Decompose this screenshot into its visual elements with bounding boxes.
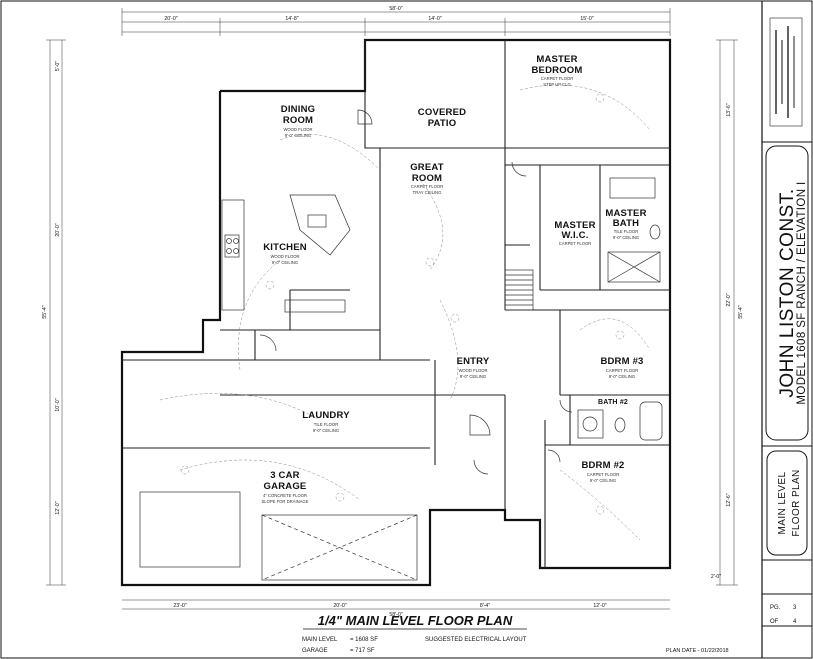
room-name-line2: GARAGE — [264, 481, 307, 492]
left-dimension-3: 10'-0" — [55, 398, 61, 411]
room-note: STEP UP CLG — [543, 82, 571, 87]
room-name-line2: W.I.C. — [561, 230, 588, 241]
stairs — [504, 269, 534, 311]
page-label: PG. — [770, 605, 781, 611]
room-note: CARPET FLOOR — [606, 368, 639, 373]
room-name-line1: GREAT — [410, 162, 444, 173]
top-dimension-3: 14'-0" — [428, 16, 441, 22]
bottom-dimension-1: 23'-0" — [173, 603, 186, 609]
room-name-line1: BDRM #3 — [600, 356, 643, 367]
room-note: 9'-0" CEILING — [285, 133, 311, 138]
area-garage-value: = 717 SF — [350, 648, 375, 654]
room-note: CARPET FLOOR — [411, 184, 444, 189]
room-name-line1: MASTER — [554, 220, 595, 231]
sheet-name-line1: MAIN LEVEL — [777, 472, 788, 535]
floor-plan-drawing — [46, 8, 738, 610]
title-block: JOHN LISTON CONST. MODEL 1608 SF RANCH /… — [761, 1, 812, 658]
room-note: 9'-0" CEILING — [313, 428, 339, 433]
bottom-dimension-2: 20'-0" — [333, 603, 346, 609]
room-note: 9'-0" CEILING — [272, 260, 298, 265]
electrical-layout — [159, 84, 651, 541]
room-note: CARPET FLOOR — [559, 241, 592, 246]
right-dimension-1: 13'-6" — [726, 103, 732, 116]
bottom-dimensions: 23'-0" 20'-0" 8'-4" 12'-0" 58'-0" — [173, 603, 606, 618]
room-name-line1: COVERED — [418, 107, 466, 118]
room-note: 9'-0" CEILING — [590, 478, 616, 483]
room-note: TILE FLOOR — [614, 229, 638, 234]
drawing-title: 1/4" MAIN LEVEL FLOOR PLAN — [318, 613, 513, 628]
room-name-line1: BATH #2 — [598, 399, 628, 406]
interior-walls — [122, 147, 670, 568]
room-name-line1: ENTRY — [457, 356, 490, 367]
right-dimension-2: 22'-0" — [726, 293, 732, 306]
top-dimensions: 58'-0" 20'-0" 14'-8" 14'-0" 15'-0" — [164, 6, 593, 22]
right-dimension-3: 12'-6" — [726, 493, 732, 506]
room-note: CARPET FLOOR — [587, 472, 620, 477]
left-overall-dimension: 55'-4" — [42, 305, 48, 318]
right-dimensions: 55'-4" 13'-6" 22'-0" 12'-6" 2'-0" — [711, 103, 744, 580]
room-name-line1: 3 CAR — [270, 470, 300, 481]
area-main-value: = 1608 SF — [350, 637, 378, 643]
page-total: 4 — [793, 619, 797, 625]
room-note: TILE FLOOR — [314, 422, 338, 427]
door-swings — [259, 109, 573, 475]
top-dimension-2: 14'-8" — [285, 16, 298, 22]
room-name-line2: PATIO — [428, 118, 457, 129]
room-name-line2: BEDROOM — [531, 65, 582, 76]
room-note: TRAY CEILING — [413, 190, 442, 195]
model-name: MODEL 1608 SF RANCH / ELEVATION I — [796, 181, 808, 404]
left-dimension-4: 12'-0" — [55, 501, 61, 514]
company-name: JOHN LISTON CONST. — [777, 188, 798, 397]
bath-fixtures — [577, 177, 663, 441]
room-note: 9'-0" CEILING — [460, 374, 486, 379]
room-name-line2: ROOM — [412, 173, 442, 184]
bottom-overall-dimension: 58'-0" — [389, 612, 402, 618]
room-note: CARPET FLOOR — [541, 76, 574, 81]
room-name-line1: MASTER — [605, 208, 646, 219]
top-dimension-4: 15'-0" — [580, 16, 593, 22]
seal-stamp — [769, 17, 803, 127]
bottom-dimension-3: 8'-4" — [480, 603, 490, 609]
room-note: SLOPE FOR DRAINAGE — [261, 499, 308, 504]
room-name-line1: MASTER — [536, 54, 577, 65]
dimension-lines — [46, 8, 738, 610]
drawing-caption: 1/4" MAIN LEVEL FLOOR PLAN MAIN LEVEL = … — [302, 613, 729, 654]
room-name-line1: BDRM #2 — [581, 460, 624, 471]
left-dimension-1: 5'-0" — [55, 61, 61, 71]
kitchen-counters — [221, 194, 351, 313]
room-note: 9'-0" CEILING — [613, 235, 639, 240]
area-main-label: MAIN LEVEL — [302, 637, 338, 643]
top-dimension-1: 20'-0" — [164, 16, 177, 22]
room-note: 9'-0" CEILING — [609, 374, 635, 379]
top-overall-dimension: 58'-0" — [389, 6, 402, 12]
electrical-note: SUGGESTED ELECTRICAL LAYOUT — [425, 637, 527, 643]
exterior-wall — [120, 38, 672, 587]
patio-outline — [364, 40, 506, 149]
room-note: 4" CONCRETE FLOOR — [263, 493, 307, 498]
room-name-line1: DINING — [281, 104, 315, 115]
room-name-line2: BATH — [613, 218, 639, 229]
room-note: WOOD FLOOR — [458, 368, 487, 373]
room-note: WOOD FLOOR — [283, 127, 312, 132]
page-number: 3 — [793, 605, 797, 611]
room-name-line1: KITCHEN — [263, 242, 307, 253]
room-name-line1: LAUNDRY — [302, 410, 350, 421]
right-dimension-4: 2'-0" — [711, 574, 721, 580]
left-dimension-2: 20'-0" — [55, 223, 61, 236]
area-garage-label: GARAGE — [302, 648, 328, 654]
of-label: OF — [770, 619, 779, 625]
garage-car-stalls — [139, 491, 418, 581]
left-dimensions: 55'-4" 5'-0" 20'-0" 10'-0" 12'-0" — [42, 61, 61, 515]
room-note: WOOD FLOOR — [270, 254, 299, 259]
plan-date: PLAN DATE - 01/22/2018 — [666, 648, 729, 654]
right-overall-dimension: 55'-4" — [738, 305, 744, 318]
bottom-dimension-4: 12'-0" — [593, 603, 606, 609]
room-name-line2: ROOM — [283, 115, 313, 126]
room-labels: DINING ROOM WOOD FLOOR 9'-0" CEILING COV… — [261, 54, 646, 504]
sheet-name-line2: FLOOR PLAN — [791, 469, 802, 536]
